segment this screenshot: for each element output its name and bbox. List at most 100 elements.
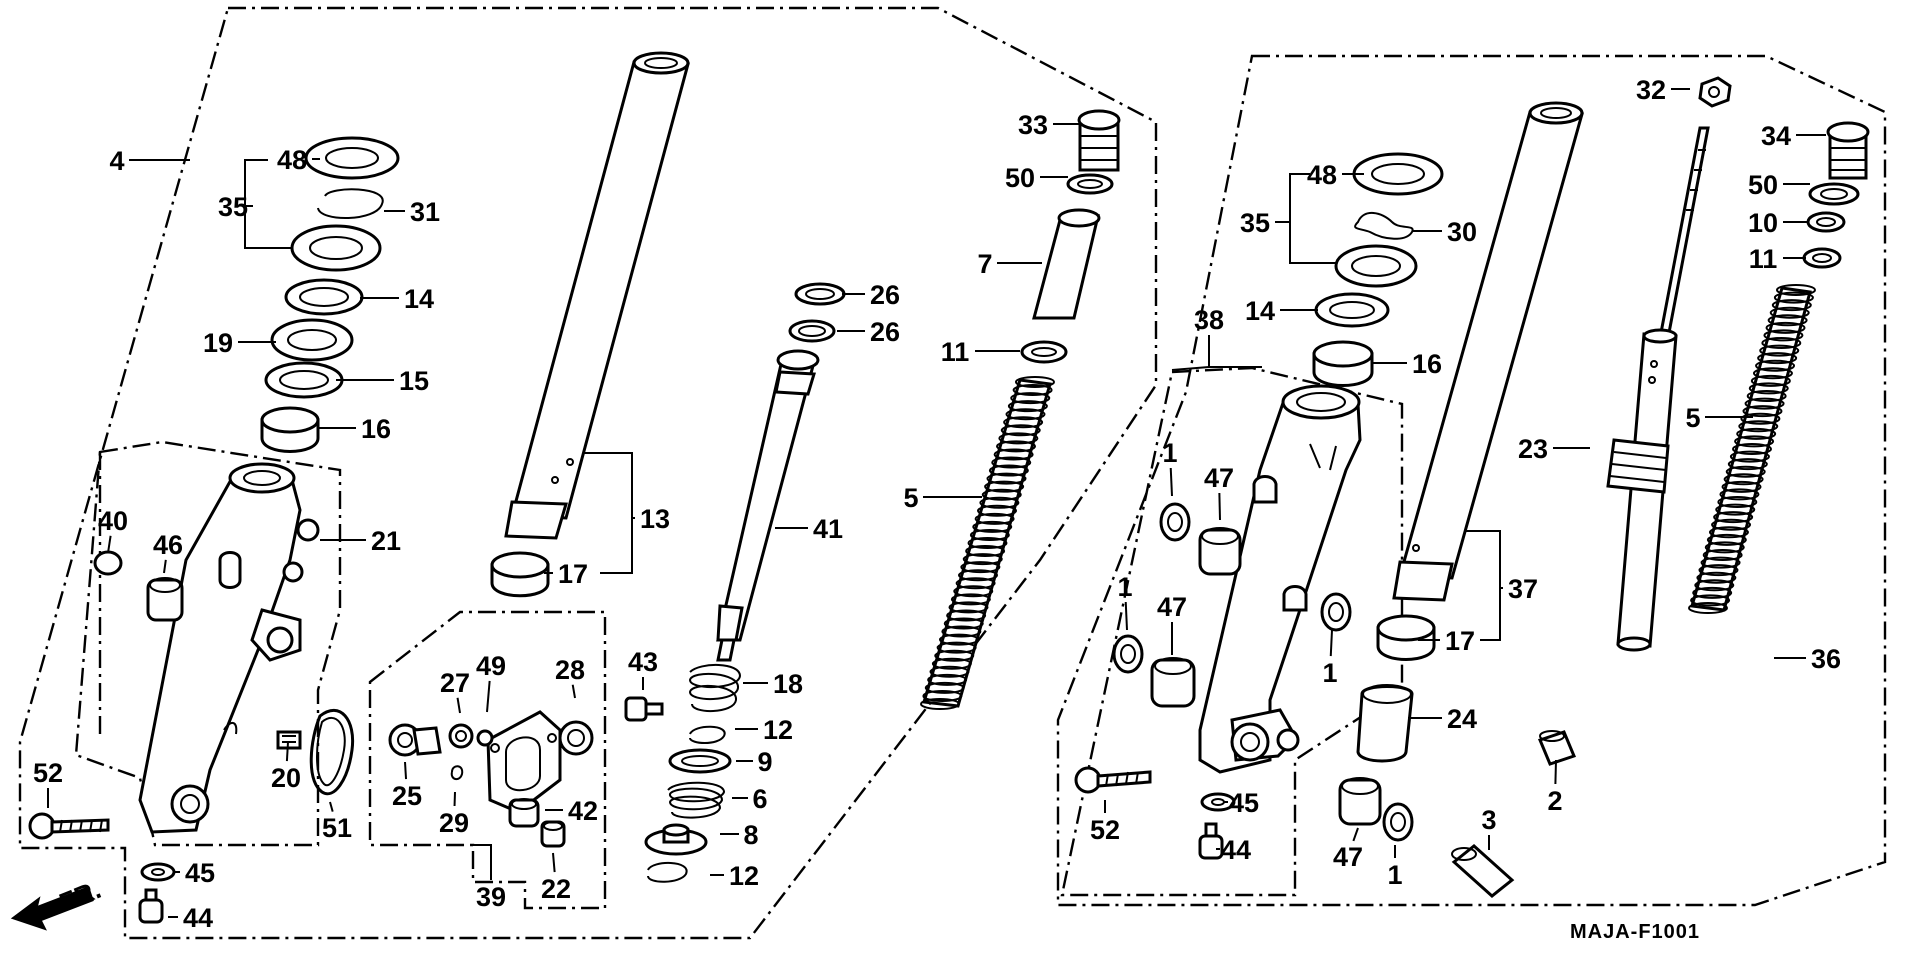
callout-34: 34 <box>1761 121 1826 151</box>
part-number-label: 7 <box>977 249 992 279</box>
spring-coil <box>931 657 972 670</box>
bracket-35-left <box>244 159 305 249</box>
spring-coil <box>1719 488 1760 501</box>
callout-46: 46 <box>153 530 183 574</box>
callout-47: 47 <box>1333 827 1363 872</box>
spring-coil <box>1732 443 1772 455</box>
leader-line <box>1169 467 1173 497</box>
part-number-label: 23 <box>1518 434 1548 464</box>
part-number-label: 1 <box>1162 438 1177 468</box>
leader-line <box>1218 492 1221 521</box>
spring-coil <box>960 561 1001 574</box>
part-number-label: 20 <box>271 763 301 793</box>
slider-21-left <box>138 462 320 834</box>
part-number-label: 45 <box>185 858 215 888</box>
spring-coil <box>948 601 989 614</box>
spring-coil <box>967 537 1008 549</box>
spring-coil <box>936 641 977 654</box>
part-number-label: 21 <box>371 526 401 556</box>
spring-coil <box>991 456 1032 469</box>
spring-coil <box>1734 435 1775 448</box>
callout-47: 47 <box>1157 592 1187 655</box>
part-number-label: 27 <box>440 668 470 698</box>
diagram-code: MAJA-F1001 <box>1570 921 1700 943</box>
spring-coil <box>972 520 1013 533</box>
spring-coil <box>1757 352 1798 365</box>
spring-coil <box>1727 458 1768 471</box>
callout-3: 3 <box>1481 805 1497 850</box>
bracket-35-right <box>1289 173 1340 264</box>
callout-45: 45 <box>175 858 215 888</box>
part-number-label: 46 <box>153 530 183 560</box>
part-number-label: 15 <box>399 366 429 396</box>
spring-coil <box>1702 549 1743 561</box>
spring-coil <box>1690 594 1731 607</box>
seal-48-right <box>1352 152 1444 196</box>
part-number-label: 36 <box>1811 644 1841 674</box>
callout-35: 35 <box>1240 208 1290 238</box>
part-number-label: 42 <box>568 796 598 826</box>
spring-coil <box>996 440 1036 453</box>
spring-coil <box>934 649 975 662</box>
leader-line <box>1352 827 1359 842</box>
left-fork-assembly-outline <box>18 6 1158 940</box>
part-number-label: 30 <box>1447 217 1477 247</box>
spring-coil <box>977 504 1017 517</box>
callout-23: 23 <box>1518 434 1590 464</box>
part-number-label: 24 <box>1447 704 1477 734</box>
leader-line <box>1554 759 1557 785</box>
spring-coil <box>986 472 1027 485</box>
spring-coil <box>1765 321 1806 334</box>
callout-15: 15 <box>336 366 429 396</box>
callout-1: 1 <box>1117 572 1133 631</box>
part-number-label: 52 <box>33 758 63 788</box>
spring-coil <box>1759 344 1800 357</box>
spring-coil <box>1704 541 1745 554</box>
washer-11-right <box>1802 247 1842 269</box>
seal-35-right <box>1334 244 1418 288</box>
callout-2: 2 <box>1547 759 1563 816</box>
nut-32-right <box>1698 76 1732 108</box>
callout-5: 5 <box>903 483 982 513</box>
adjuster-25 <box>388 723 442 757</box>
spring-coil <box>1003 416 1044 429</box>
callout-11: 11 <box>1749 244 1806 274</box>
callout-12: 12 <box>735 715 793 745</box>
callout-47: 47 <box>1204 463 1234 521</box>
callout-32: 32 <box>1636 75 1690 105</box>
part-number-label: 40 <box>98 506 128 536</box>
damper-rod-41 <box>716 349 820 662</box>
callout-51: 51 <box>322 801 352 843</box>
collar-3-right <box>1451 844 1515 898</box>
spring-5-right <box>1688 284 1816 614</box>
circlip-12-upper <box>689 725 726 744</box>
washer-10-right <box>1806 211 1846 233</box>
seal-48-left <box>304 136 400 180</box>
part-number-label: 31 <box>410 197 440 227</box>
washer-14-left <box>284 278 364 316</box>
spring-coil <box>1761 337 1802 349</box>
part-number-label: 1 <box>1387 860 1402 890</box>
washer-9-left <box>668 748 732 774</box>
part-number-label: 51 <box>322 813 352 843</box>
spring-coil <box>958 569 998 582</box>
part-number-label: 17 <box>1445 626 1475 656</box>
callout-28: 28 <box>555 655 585 699</box>
bolt-44-right <box>1198 822 1224 860</box>
part-number-label: 29 <box>439 808 469 838</box>
part-number-label: 26 <box>870 317 900 347</box>
callout-37: 37 <box>1500 574 1538 604</box>
bolt-22 <box>540 820 566 848</box>
part-number-label: 5 <box>903 483 918 513</box>
part-number-label: 17 <box>558 559 588 589</box>
spring-coil <box>927 673 968 686</box>
spring-coil <box>1755 359 1796 372</box>
leader-line <box>107 535 112 554</box>
callout-52: 52 <box>33 758 63 808</box>
part-number-label: 26 <box>870 280 900 310</box>
spring-coil <box>988 464 1029 477</box>
part-number-label: 14 <box>1245 296 1275 326</box>
screw-20-left <box>276 730 302 750</box>
part-number-label: 10 <box>1748 208 1778 238</box>
